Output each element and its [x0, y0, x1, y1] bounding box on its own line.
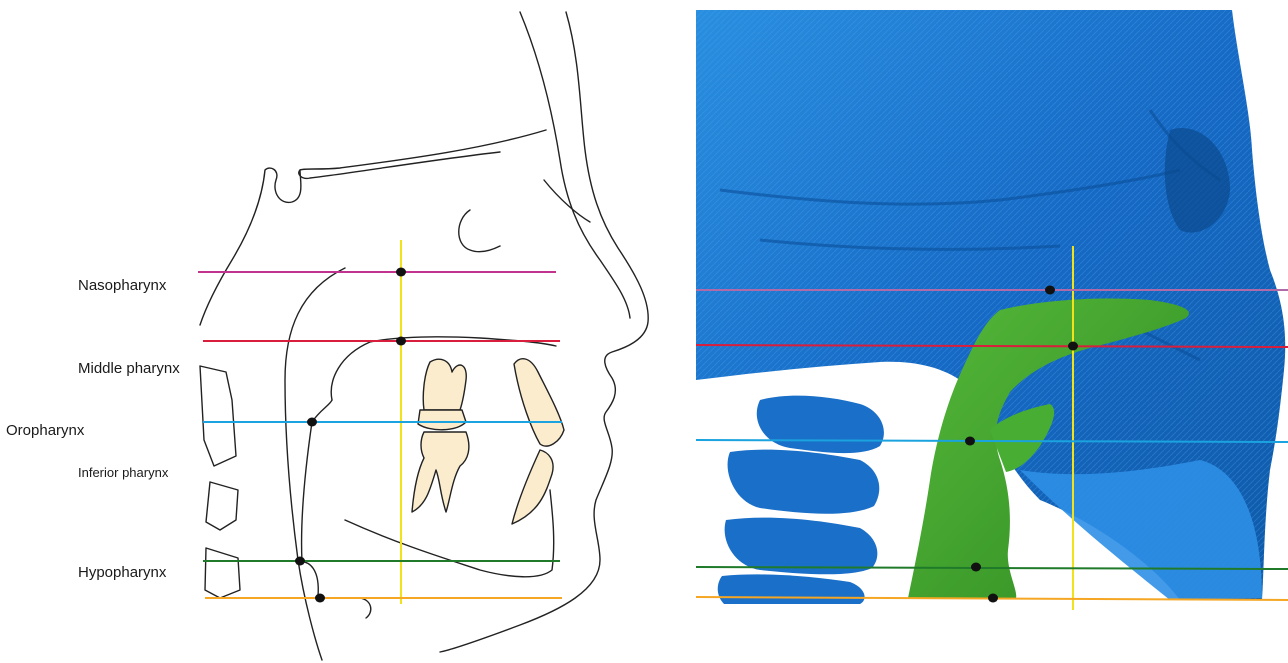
left-point-nasopharynx [396, 268, 406, 277]
vertebra-2 [206, 482, 238, 530]
left-point-inferior [315, 594, 325, 603]
left-reference-lines [198, 240, 562, 604]
molar-lower [412, 432, 469, 512]
lateral-ceph-tracing [200, 12, 648, 660]
vertebra-1 [200, 366, 236, 466]
left-landmark-points [295, 268, 406, 603]
right-point-nasopharynx [1045, 286, 1055, 295]
vertebra-3 [205, 548, 240, 598]
sphenoid-outline [200, 168, 301, 325]
hyoid [298, 562, 371, 618]
soft-tissue-profile [440, 12, 648, 652]
left-point-oropharynx [307, 418, 317, 427]
label-oropharynx: Oropharynx [6, 422, 84, 439]
incisor-upper [514, 359, 564, 446]
mandible-render [1020, 460, 1262, 600]
molar-upper [418, 359, 466, 430]
label-middle-pharynx: Middle pharynx [78, 360, 180, 377]
nose-outline [544, 180, 590, 222]
posterior-pharyngeal-wall [285, 268, 345, 660]
cervical-vertebrae [718, 396, 884, 604]
label-hypopharynx: Hypopharynx [78, 564, 166, 581]
right-point-inferior [988, 594, 998, 603]
cranial-base [299, 130, 546, 178]
label-nasopharynx: Nasopharynx [78, 277, 166, 294]
incisor-lower [512, 450, 553, 524]
left-point-hypopharynx [295, 557, 305, 566]
label-inferior-pharynx: Inferior pharynx [78, 465, 168, 480]
right-point-middle [1068, 342, 1078, 351]
cbct-3d-render [696, 10, 1285, 604]
tongue-dorsum [302, 400, 332, 562]
left-point-middle [396, 337, 406, 346]
right-point-hypopharynx [971, 563, 981, 572]
right-point-oropharynx [965, 437, 975, 446]
orbit-outline [459, 210, 500, 252]
